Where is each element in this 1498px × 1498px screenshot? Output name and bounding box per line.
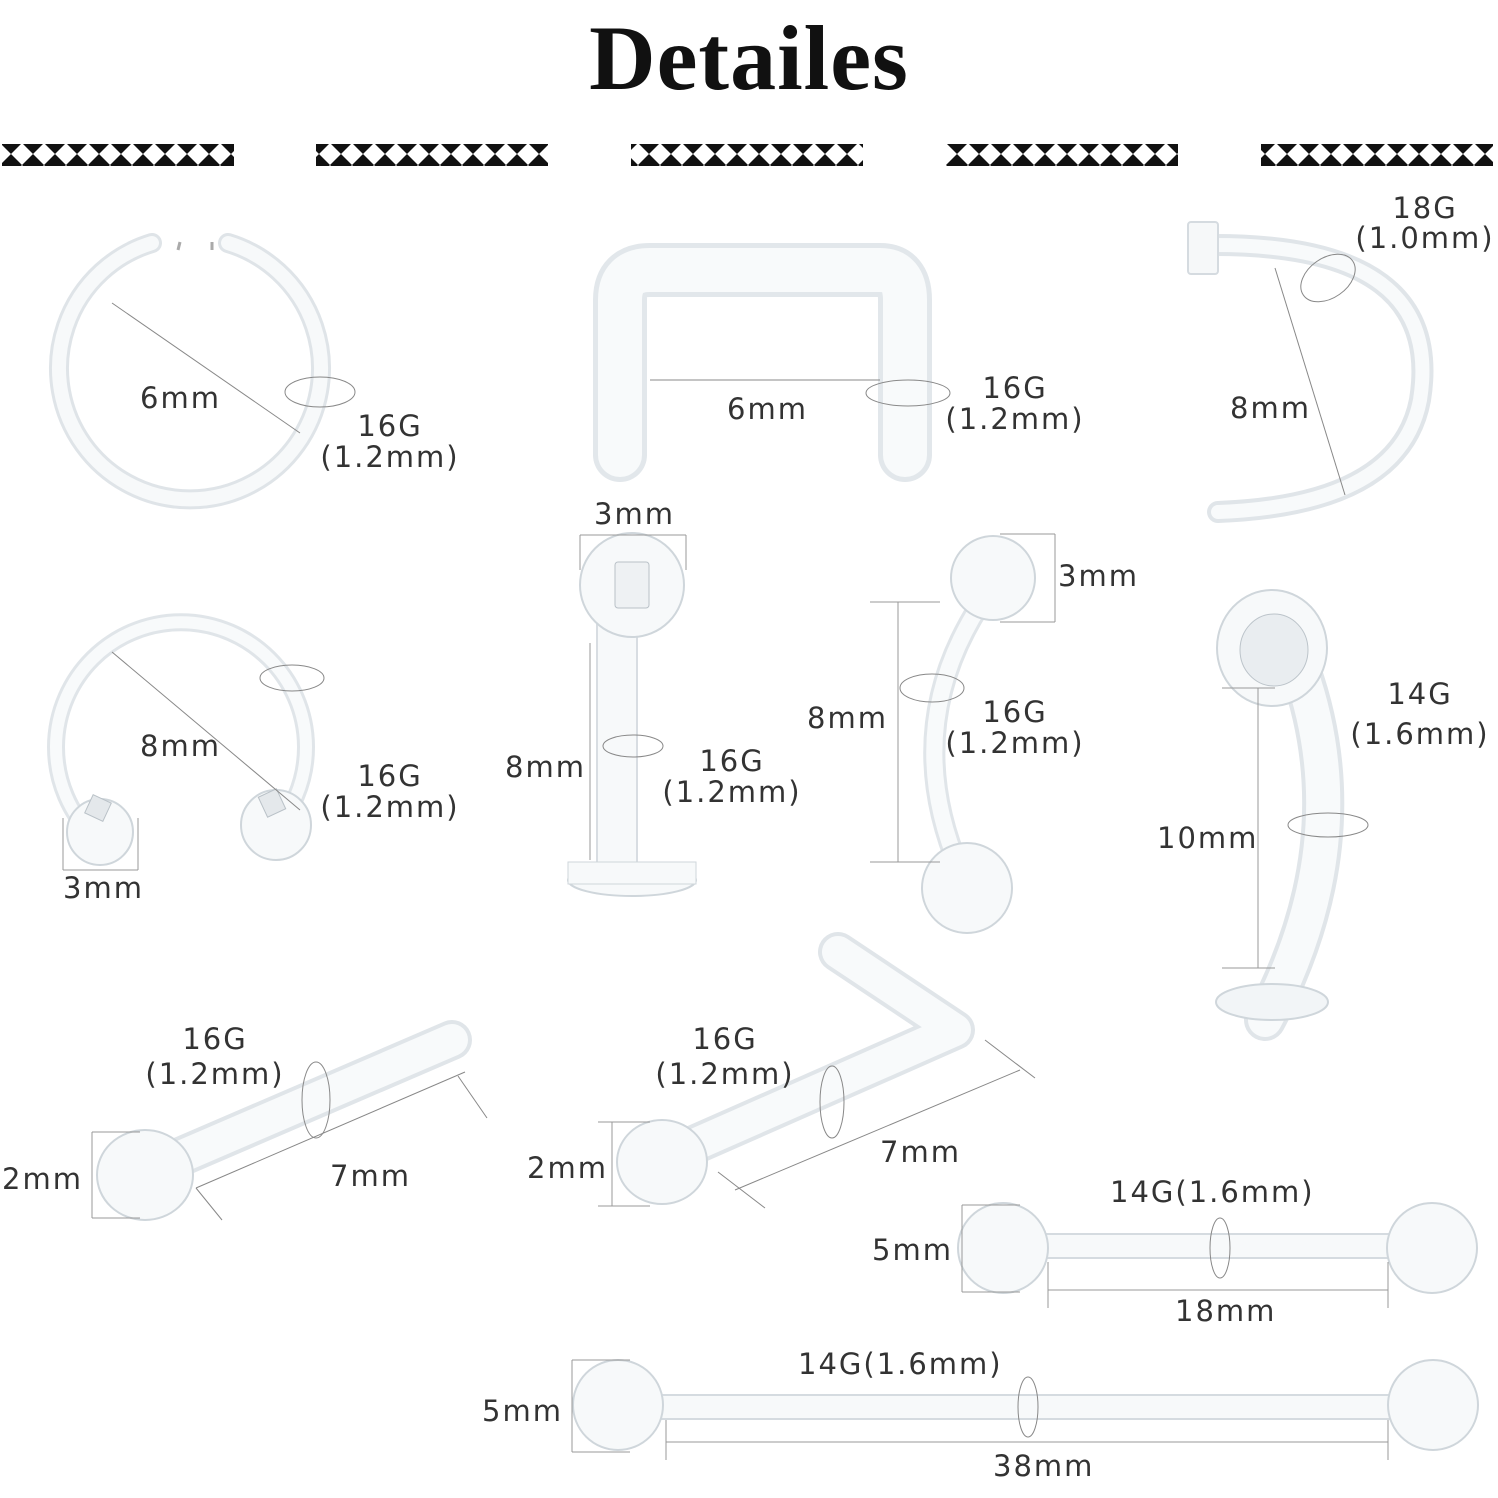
captive-ring-graphic	[59, 242, 355, 499]
belly-retainer-graphic	[1216, 590, 1368, 1020]
belly-retainer-length: 10mm	[1157, 821, 1259, 855]
nose-bone-gauge-mm: (1.2mm)	[145, 1057, 285, 1091]
industrial-barbell-graphic	[572, 1360, 1478, 1460]
industrial-barbell-ball-size: 5mm	[482, 1394, 563, 1428]
horseshoe-ball-size: 3mm	[63, 871, 144, 905]
nose-l-bend-head-size: 2mm	[527, 1151, 608, 1185]
nose-l-bend-graphic	[598, 952, 1035, 1208]
septum-retainer-width: 6mm	[727, 392, 808, 426]
short-barbell-ball-size: 5mm	[872, 1233, 953, 1267]
labret-gauge-mm: (1.2mm)	[662, 775, 802, 809]
septum-retainer-gauge-mm: (1.2mm)	[945, 402, 1085, 436]
short-barbell-gauge: 14G(1.6mm)	[1110, 1175, 1315, 1209]
nose-bone-gauge: 16G	[182, 1022, 248, 1056]
nose-screw-graphic	[1188, 222, 1422, 512]
nose-screw-gauge: 18G	[1392, 191, 1458, 225]
nose-bone-graphic	[92, 1040, 487, 1220]
nose-screw-gauge-mm: (1.0mm)	[1355, 221, 1495, 255]
short-barbell-graphic	[958, 1203, 1477, 1308]
nose-l-bend-gauge-mm: (1.2mm)	[655, 1057, 795, 1091]
curved-barbell-gauge-mm: (1.2mm)	[945, 726, 1085, 760]
septum-retainer-graphic	[620, 270, 950, 455]
horseshoe-graphic	[56, 622, 324, 870]
diamond-divider	[2, 144, 1493, 166]
nose-screw-length: 8mm	[1230, 391, 1311, 425]
horseshoe-gauge: 16G	[357, 759, 423, 793]
page-title: Detailes	[589, 7, 909, 109]
curved-barbell-length: 8mm	[807, 701, 888, 735]
septum-retainer-gauge: 16G	[982, 371, 1048, 405]
belly-retainer-gauge: 14G	[1387, 677, 1453, 711]
nose-l-bend-gauge: 16G	[692, 1022, 758, 1056]
curved-barbell-gauge: 16G	[982, 695, 1048, 729]
horseshoe-gauge-mm: (1.2mm)	[320, 790, 460, 824]
captive-ring-gauge: 16G	[357, 409, 423, 443]
labret-gauge: 16G	[699, 744, 765, 778]
industrial-barbell-gauge: 14G(1.6mm)	[798, 1347, 1003, 1381]
labret-ball-size: 3mm	[594, 497, 675, 531]
captive-ring-gauge-mm: (1.2mm)	[320, 440, 460, 474]
belly-retainer-gauge-mm: (1.6mm)	[1350, 717, 1490, 751]
horseshoe-diameter: 8mm	[140, 729, 221, 763]
nose-bone-head-size: 2mm	[2, 1162, 83, 1196]
curved-barbell-ball-size: 3mm	[1058, 559, 1139, 593]
nose-l-bend-length: 7mm	[880, 1135, 961, 1169]
curved-barbell-graphic	[870, 534, 1055, 933]
nose-bone-length: 7mm	[330, 1159, 411, 1193]
labret-length: 8mm	[505, 750, 586, 784]
labret-graphic	[568, 533, 696, 896]
short-barbell-length: 18mm	[1175, 1294, 1277, 1328]
industrial-barbell-length: 38mm	[993, 1449, 1095, 1483]
captive-ring-diameter: 6mm	[140, 381, 221, 415]
